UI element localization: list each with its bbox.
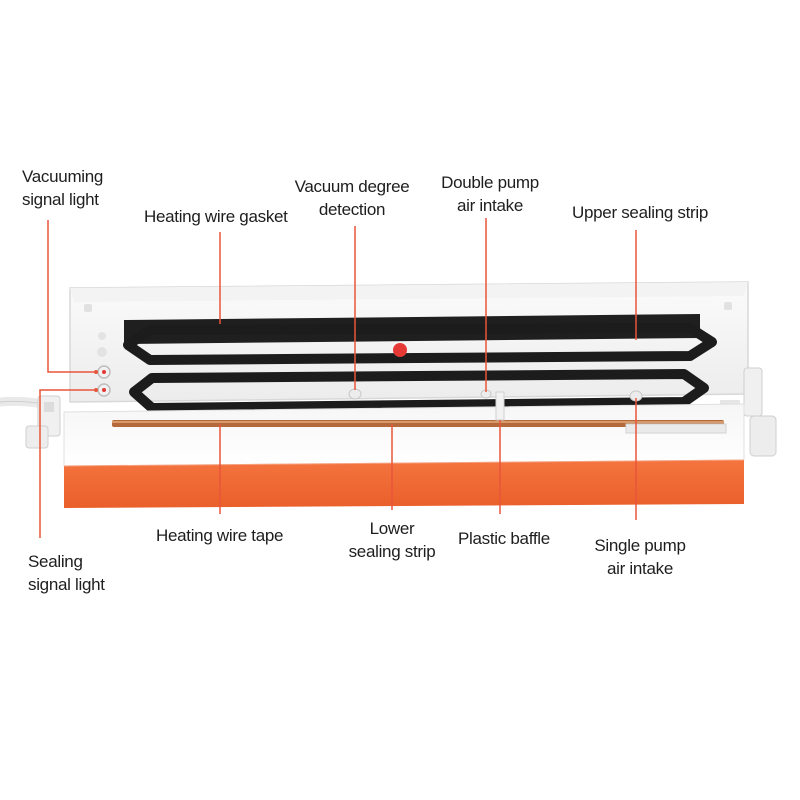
- label-sealing-signal-light: Sealing signal light: [28, 552, 105, 594]
- leader-vacuuming: [47, 220, 94, 373]
- signal-light-panel: [97, 365, 111, 397]
- leader-lines: [39, 218, 637, 538]
- plastic-baffle: [495, 391, 505, 421]
- label-heating-wire-gasket: Heating wire gasket: [144, 207, 288, 226]
- label-vacuum-degree-detection: Vacuum degree detection: [294, 177, 410, 219]
- leader-sealing: [39, 389, 94, 538]
- vacuum-degree-detection-port: [348, 388, 362, 400]
- label-vacuuming-signal-light: Vacuuming signal light: [22, 167, 104, 209]
- label-upper-sealing-strip: Upper sealing strip: [572, 203, 709, 222]
- left-latch: [25, 395, 61, 449]
- label-double-pump-air-intake: Double pump air intake: [441, 173, 539, 215]
- lower-sealing-strip: [625, 423, 727, 434]
- label-single-pump-air-intake: Single pump air intake: [594, 536, 686, 578]
- lower-gasket: [129, 369, 709, 413]
- label-heating-wire-tape: Heating wire tape: [156, 526, 284, 545]
- label-plastic-baffle: Plastic baffle: [458, 529, 550, 548]
- base-body: [63, 403, 745, 508]
- label-lower-sealing-strip: Lower sealing strip: [348, 519, 436, 561]
- upper-sealing-strip: [123, 323, 717, 365]
- indicator-dot: [393, 343, 407, 357]
- right-latch: [720, 367, 777, 457]
